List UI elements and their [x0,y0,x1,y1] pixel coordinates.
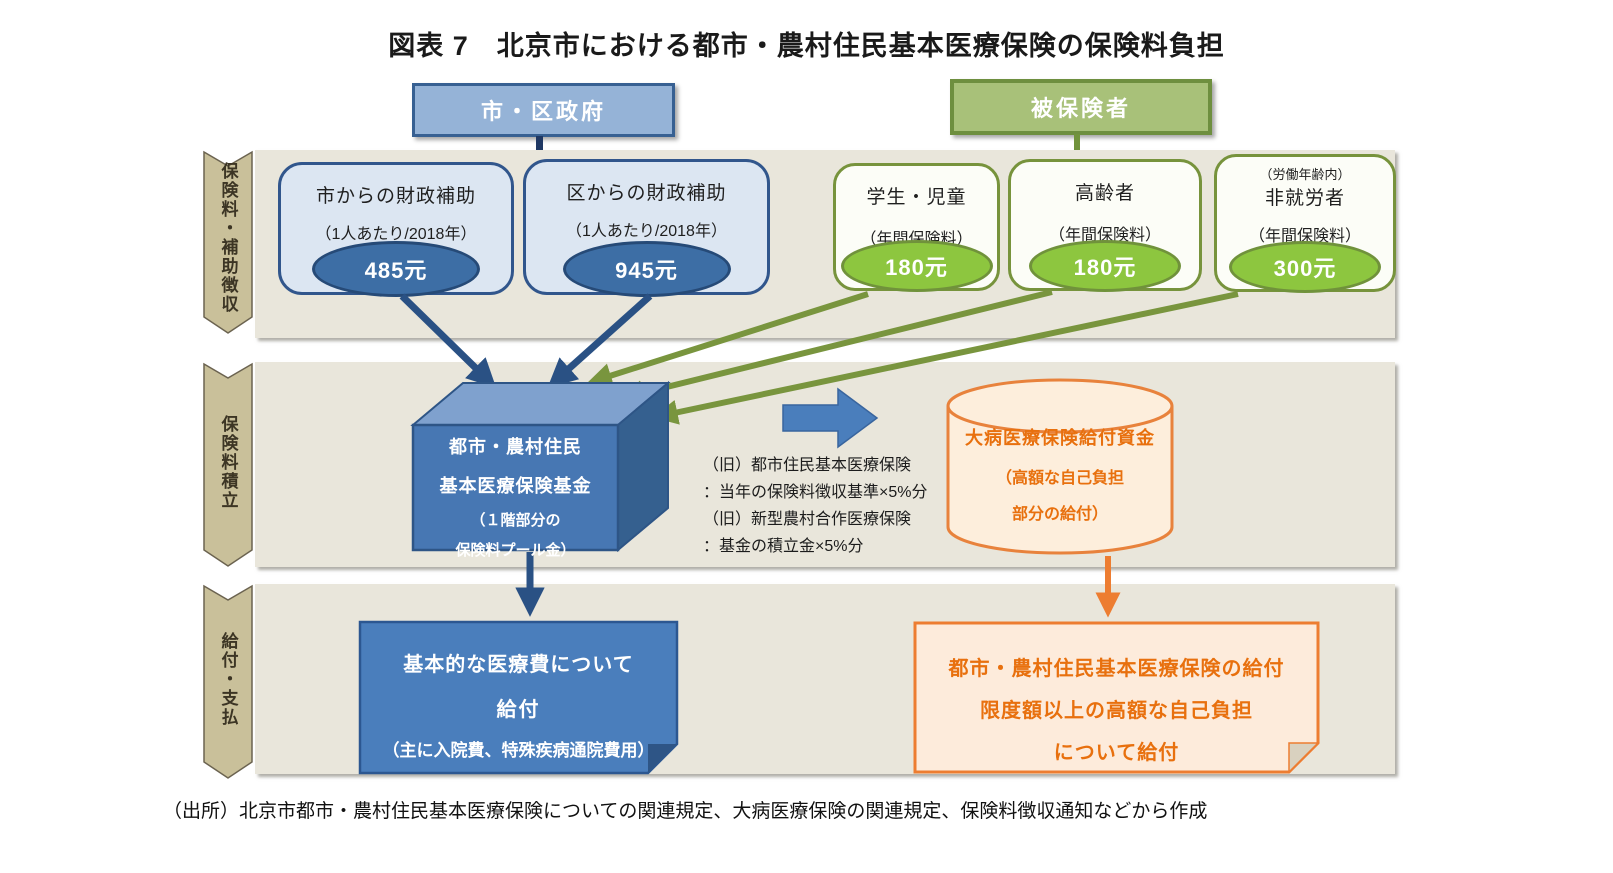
connector-insured-stub [1074,134,1080,152]
figure-title: 図表 7 北京市における都市・農村住民基本医療保険の保険料負担 [388,31,1225,61]
fund-line1: 都市・農村住民 [449,437,582,457]
box-city-subsidy-subtitle: （1人あたり/2018年） [315,226,477,243]
catastrophic-benefit-text: 都市・農村住民基本医療保険の給付 限度額以上の高額な自己負担 について給付 [920,652,1313,778]
catastrophic-benefit-line1: 都市・農村住民基本医療保険の給付 [948,658,1285,680]
box-elderly-title: 高齢者 [1074,183,1135,204]
header-city-district-government: 市・区政府 [412,83,675,137]
box-elderly-subtitle: （年間保険料） [1048,227,1161,244]
box-district-subsidy-subtitle: （1人あたり/2018年） [566,223,727,240]
header-insured-persons-label: 被保険者 [1030,96,1131,121]
stage-label-premium-accumulation: 保険料積立 [218,414,238,510]
box-city-subsidy-title: 市からの財政補助 [315,186,476,207]
basic-benefit-text: 基本的な医療費について 給付 （主に入院費、特殊疾病通院費用） [362,648,675,761]
fund-line3: （１階部分の [470,512,561,529]
source-note: （出所）北京市都市・農村住民基本医療保険についての関連規定、大病医療保険の関連規… [163,801,1208,822]
amount-badge-students-children: 180元 [840,240,993,292]
fund-cube-text: 都市・農村住民 基本医療保険基金 （１階部分の 保険料プール金） [413,433,618,560]
reserve-line3: 部分の給付） [1011,506,1108,523]
box-non-working-note: （労働年齢内） [1259,167,1351,182]
box-city-subsidy: 市からの財政補助 （1人あたり/2018年） 485元 [278,162,514,297]
amount-badge-district-subsidy: 945元 [562,241,731,297]
legacy-line3: （旧）新型農村合作医療保険 [703,511,912,528]
stage-label-benefit-payment: 給付・支払 [218,631,238,727]
reserve-cylinder-text: 大病医療保険給付資金 （高額な自己負担 部分の給付） [948,424,1172,524]
box-district-subsidy-title: 区からの財政補助 [566,183,727,204]
legacy-line1: （旧）都市住民基本医療保険 [703,457,912,474]
box-district-subsidy: 区からの財政補助 （1人あたり/2018年） 945元 [523,159,770,297]
stage-label-premium-collection: 保険料・補助徴収 [218,162,238,314]
box-non-working-subtitle: （年間保険料） [1248,228,1361,245]
reserve-line2: （高額な自己負担 [995,470,1124,487]
fund-line2: 基本医療保険基金 [439,476,592,496]
amount-badge-city-subsidy: 485元 [312,241,480,297]
box-non-working-title: 非就労者 [1264,188,1345,209]
basic-benefit-line3: （主に入院費、特殊疾病通院費用） [382,741,655,760]
header-insured-persons: 被保険者 [950,79,1212,135]
reserve-line1: 大病医療保険給付資金 [965,428,1155,448]
legacy-schemes-note: （旧）都市住民基本医療保険 ：当年の保険料徴収基準×5%分 （旧）新型農村合作医… [703,452,983,560]
fund-line4: 保険料プール金） [455,542,576,559]
legacy-line4: ：基金の積立金×5%分 [703,538,864,555]
amount-badge-elderly: 180元 [1029,240,1181,292]
header-city-district-government-label: 市・区政府 [480,99,606,124]
box-elderly: 高齢者 （年間保険料） 180元 [1008,159,1202,292]
catastrophic-benefit-line2: 限度額以上の高額な自己負担 [980,700,1253,722]
basic-benefit-line1: 基本的な医療費について [403,654,634,676]
amount-badge-non-working: 300元 [1229,241,1381,293]
basic-benefit-line2: 給付 [496,699,541,721]
box-students-children-title: 学生・児童 [866,187,967,208]
catastrophic-benefit-line3: について給付 [1053,742,1180,764]
legacy-line2: ：当年の保険料徴収基準×5%分 [703,484,928,501]
box-non-working: （労働年齢内） 非就労者 （年間保険料） 300元 [1214,154,1396,293]
connector-government-stub [536,136,543,152]
box-students-children: 学生・児童 （年間保険料） 180元 [833,163,1000,292]
